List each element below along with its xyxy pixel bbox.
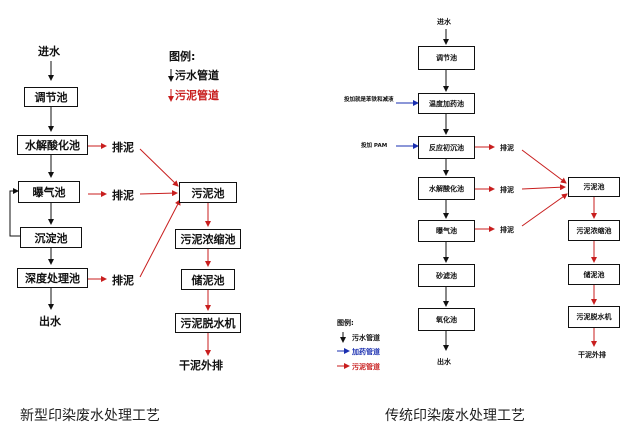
left-sludge-storage: 储泥池: [181, 269, 235, 290]
right-sludge-dewatering: 污泥脱水机: [568, 306, 620, 328]
right-legend-sludge: 污泥管道: [352, 363, 380, 371]
right-legend-title: 图例:: [337, 319, 354, 327]
right-step-regulating-tank: 调节池: [418, 46, 475, 70]
right-dosing-label-1: 投加就是苯铁和减液: [344, 97, 394, 103]
right-step-dosing-tank: 温度加药池: [418, 93, 475, 114]
right-discharge-label-3: 排泥: [500, 226, 514, 234]
left-sludge-dewatering: 污泥脱水机: [175, 313, 241, 333]
right-legend-sewage: 污水管道: [352, 334, 380, 342]
right-dosing-lines: [396, 100, 419, 149]
left-legend-sludge: 污泥管道: [175, 89, 219, 102]
left-sludge-thickener: 污泥浓缩池: [175, 229, 241, 249]
left-step-hydrolysis-tank: 水解酸化池: [17, 135, 88, 155]
right-output-label: 出水: [437, 358, 451, 366]
right-dry-sludge-label: 干泥外排: [578, 351, 606, 359]
right-discharge-label-1: 排泥: [500, 144, 514, 152]
left-step-regulating-tank: 调节池: [24, 87, 78, 107]
left-input-label: 进水: [38, 45, 60, 58]
left-step-advanced-treatment-tank: 深度处理池: [17, 268, 88, 288]
right-input-label: 进水: [437, 18, 451, 26]
left-output-label: 出水: [39, 315, 61, 328]
right-step-aeration-tank: 曝气池: [418, 220, 475, 242]
left-legend-sewage: 污水管道: [175, 69, 219, 82]
right-sludge-tank: 污泥池: [568, 177, 620, 197]
left-discharge-label-1: 排泥: [112, 141, 134, 154]
left-step-settling-tank: 沉淀池: [20, 227, 82, 248]
left-step-aeration-tank: 曝气池: [18, 181, 80, 203]
right-step-primary-settling: 反应初沉池: [418, 136, 475, 159]
right-step-oxidation-tank: 氧化池: [418, 308, 475, 331]
right-sludge-storage: 储泥池: [568, 264, 620, 285]
right-discharge-label-2: 排泥: [500, 186, 514, 194]
right-sludge-lines: [475, 144, 597, 347]
right-caption: 传统印染废水处理工艺: [385, 408, 525, 424]
left-discharge-label-2: 排泥: [112, 189, 134, 202]
right-legend-dosing: 加药管道: [352, 348, 380, 356]
left-dry-sludge-label: 干泥外排: [179, 359, 223, 372]
left-caption: 新型印染废水处理工艺: [20, 408, 160, 424]
left-legend-title: 图例:: [169, 50, 196, 63]
left-sludge-tank: 污泥池: [179, 182, 237, 203]
left-sewage-lines: [9, 61, 54, 310]
right-sludge-thickener: 污泥浓缩池: [568, 220, 620, 241]
right-step-sand-filter: 砂滤池: [418, 264, 475, 287]
left-discharge-label-3: 排泥: [112, 274, 134, 287]
left-sludge-lines: [88, 143, 211, 356]
right-dosing-label-2: 投加 PAM: [361, 143, 388, 149]
right-step-hydrolysis-tank: 水解酸化池: [418, 177, 475, 200]
